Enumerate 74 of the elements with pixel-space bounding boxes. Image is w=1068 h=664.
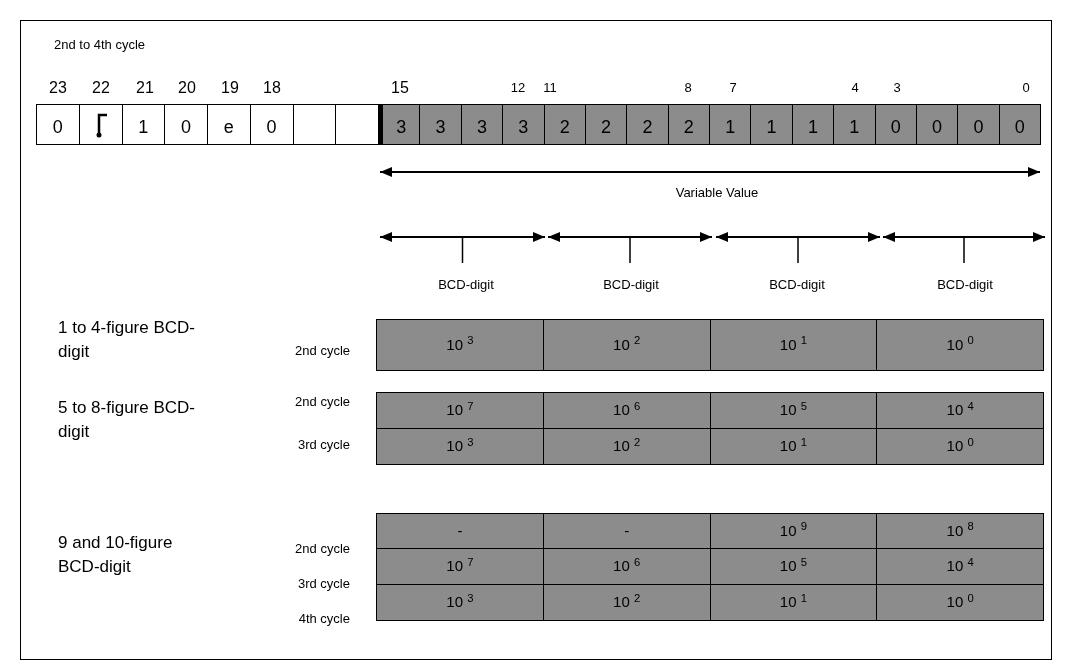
text-label: Variable Value <box>675 184 759 203</box>
text-label: 2nd cycle <box>295 393 350 412</box>
digit-cell: - <box>542 513 711 549</box>
bit-cell: 3 <box>419 104 462 145</box>
text-label: 5 to 8-figure BCD-digit <box>58 397 196 443</box>
digit-cell: 10 $^{5}$ <box>709 548 878 585</box>
digit-cell: 10 $^{2}$ <box>542 319 711 371</box>
digit-cell: 10 $^{1}$ <box>709 319 878 371</box>
bit-number: 15 <box>391 78 409 98</box>
bit-cell: 1 <box>833 104 876 145</box>
digit-cell: 10 $^{7}$ <box>376 392 544 429</box>
text-label: 3rd cycle <box>297 436 350 455</box>
digit-cell: 10 $^{6}$ <box>542 548 711 585</box>
digit-cell: 10 $^{1}$ <box>709 428 878 465</box>
digit-cell: 10 $^{2}$ <box>542 428 711 465</box>
bit-number: 8 <box>684 79 692 98</box>
bit-cell: 0 <box>36 104 80 145</box>
bit-cell: 3 <box>460 104 504 145</box>
digit-cell: 10 $^{0}$ <box>876 584 1044 621</box>
bit-cell: 3 <box>378 104 421 145</box>
digit-cell: 10 $^{3}$ <box>376 428 544 465</box>
bit-number: 23 <box>49 78 67 98</box>
bit-number: 7 <box>729 79 737 98</box>
bit-cell: 2 <box>667 104 710 145</box>
text-label: 4th cycle <box>298 610 350 629</box>
text-label: 1 to 4-figure BCD-digit <box>58 317 196 363</box>
bit-cell: 0 <box>998 104 1041 145</box>
bit-cell: 0 <box>915 104 959 145</box>
digit-cell: 10 $^{0}$ <box>876 428 1044 465</box>
title: 2nd to 4th cycle <box>54 36 146 54</box>
text-label: 2nd cycle <box>295 342 350 361</box>
bit-number: 11 <box>543 79 557 98</box>
text-label: 2nd cycle <box>295 540 350 559</box>
bit-number: 19 <box>221 78 239 98</box>
digit-cell: - <box>376 513 544 549</box>
bit-number: 4 <box>851 79 859 98</box>
text-label: 9 and 10-figure BCD-digit <box>58 532 174 578</box>
digit-cell: 10 $^{1}$ <box>709 584 878 621</box>
digit-cell: 10 $^{9}$ <box>709 513 878 549</box>
bit-cell: 3 <box>502 104 545 145</box>
bit-number: 22 <box>92 78 110 98</box>
digit-cell: 10 $^{0}$ <box>876 319 1044 371</box>
digit-cell: 10 $^{3}$ <box>376 319 544 371</box>
bit-cell: 0 <box>874 104 917 145</box>
bit-number: 18 <box>263 78 281 98</box>
text-label: BCD-digit <box>769 276 825 295</box>
digit-cell: 10 $^{4}$ <box>876 548 1044 585</box>
bit-number: 12 <box>510 79 526 98</box>
bit-cell: 1 <box>791 104 835 145</box>
digit-cell: 10 $^{2}$ <box>542 584 711 621</box>
bit-cell: 1 <box>121 104 166 145</box>
digit-cell: 10 $^{8}$ <box>876 513 1044 549</box>
digit-cell: 10 $^{5}$ <box>709 392 878 429</box>
bit-number: 3 <box>893 79 901 98</box>
text-label: BCD-digit <box>603 276 659 295</box>
digit-cell: 10 $^{4}$ <box>876 392 1044 429</box>
bit-cell: 2 <box>584 104 628 145</box>
bit-number: 20 <box>178 78 196 98</box>
bit-number: 0 <box>1022 79 1030 98</box>
bit-cell: 2 <box>626 104 669 145</box>
text-label: BCD-digit <box>937 276 993 295</box>
bit-number: 21 <box>136 78 154 98</box>
digit-cell: 10 $^{6}$ <box>542 392 711 429</box>
bit-cell: 2 <box>543 104 586 145</box>
text-label: 3rd cycle <box>297 575 350 594</box>
bit-cell: 1 <box>709 104 752 145</box>
bit-cell: 0 <box>164 104 208 145</box>
text-label: BCD-digit <box>438 276 494 295</box>
bit-cell: 0 <box>957 104 1000 145</box>
bit-cell: 1 <box>750 104 793 145</box>
digit-cell: 10 $^{7}$ <box>376 548 544 585</box>
bit-cell: 0 <box>249 104 294 145</box>
bit-cell: e <box>207 104 251 145</box>
digit-cell: 10 $^{3}$ <box>376 584 544 621</box>
